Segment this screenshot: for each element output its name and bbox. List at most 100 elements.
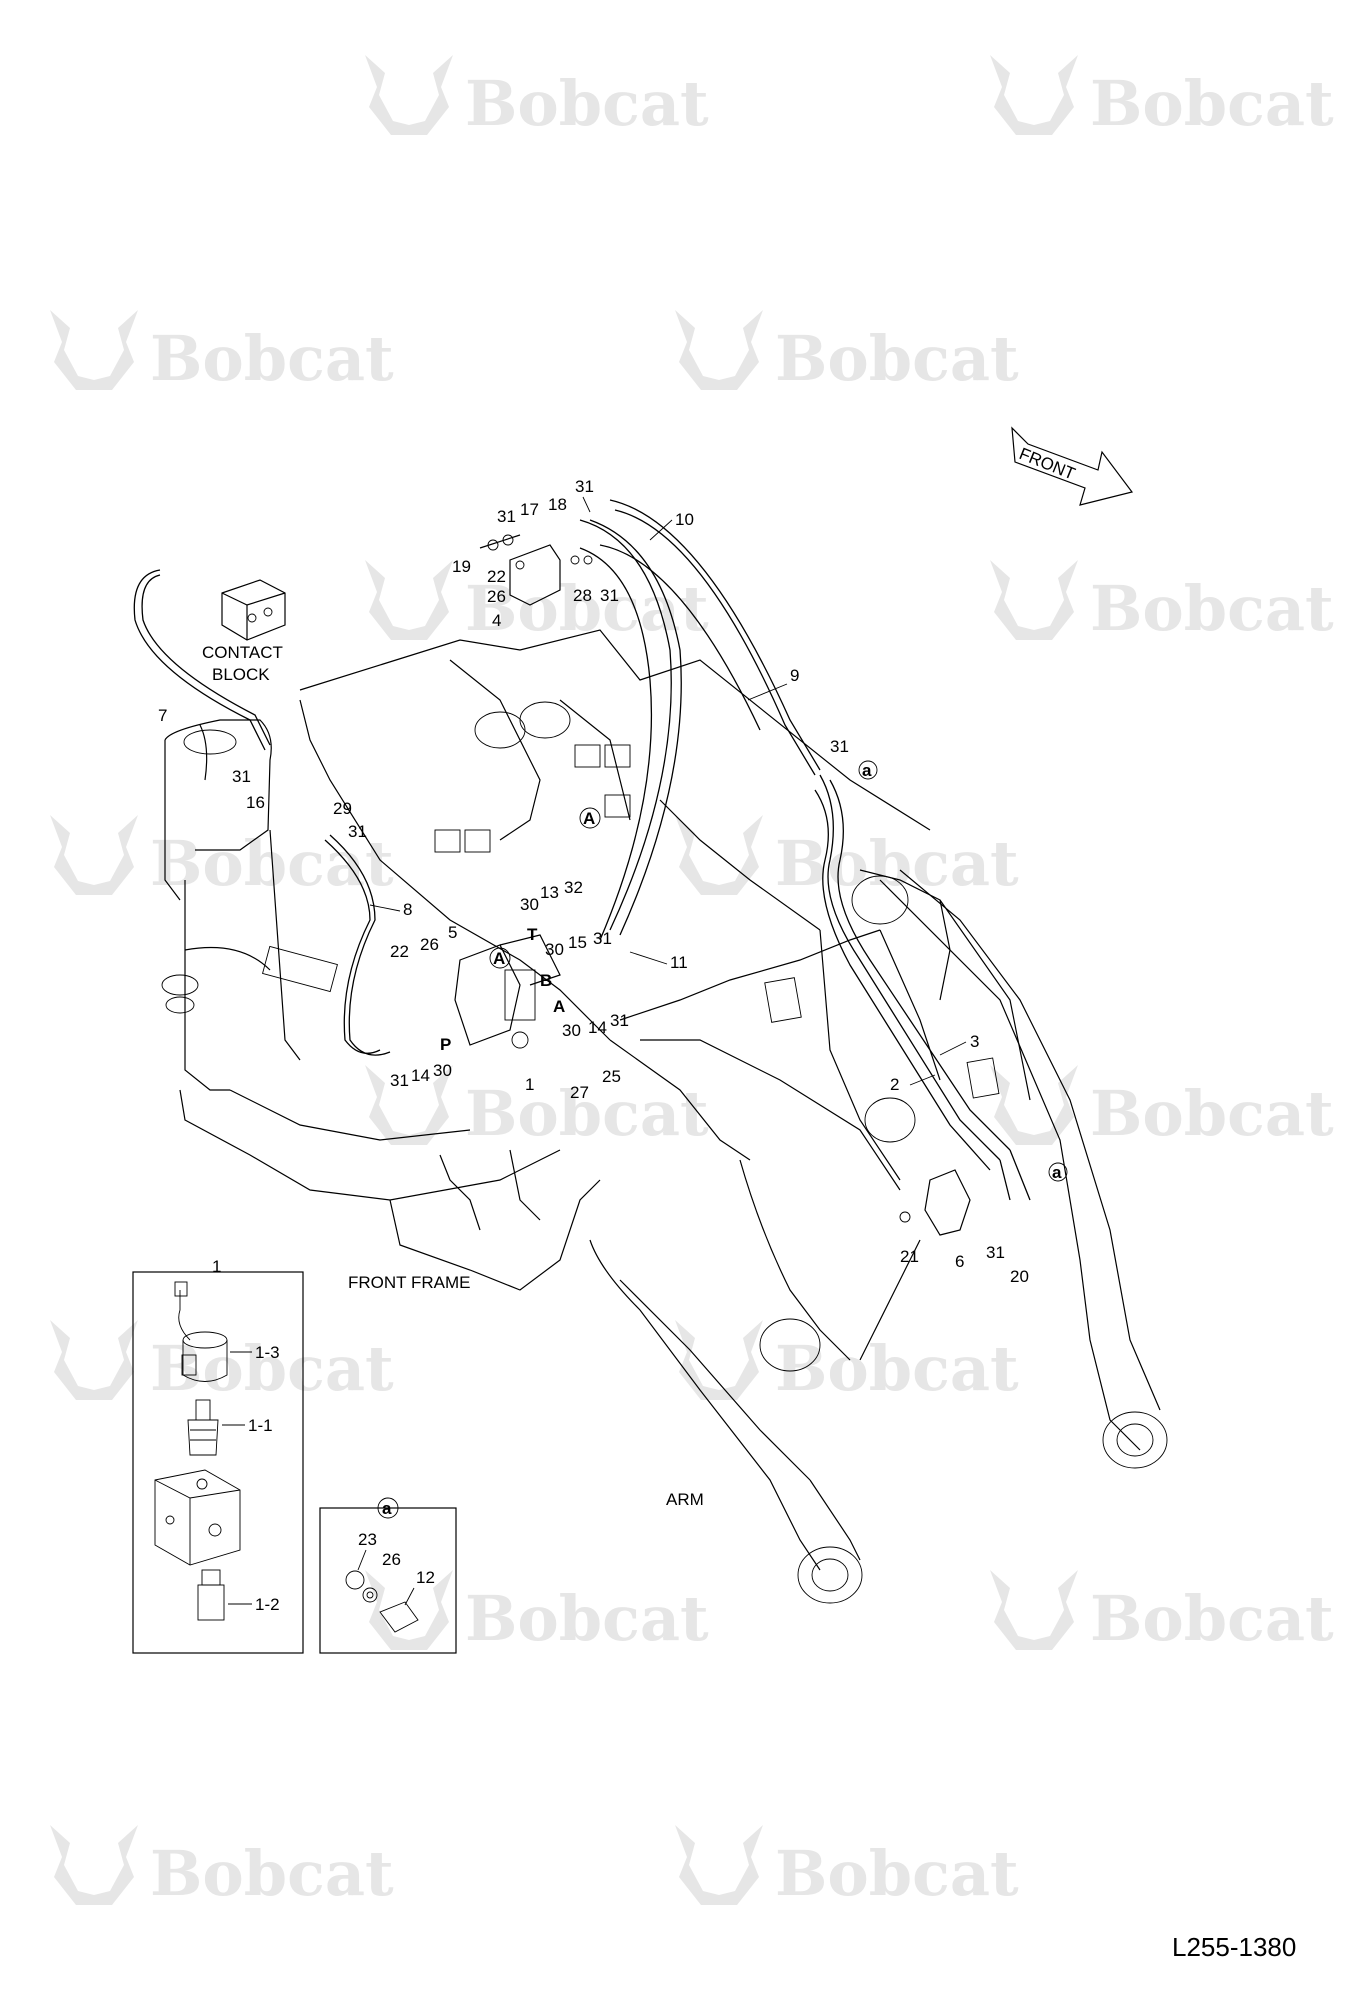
port-labels: T B A P <box>440 925 565 1054</box>
callout-label: 30 <box>545 940 564 959</box>
front-frame-label: FRONT FRAME <box>348 1273 470 1292</box>
callout-label: 27 <box>570 1083 589 1102</box>
callout-label: 7 <box>158 706 167 725</box>
callout-label: 31 <box>610 1011 629 1030</box>
callout-label: 5 <box>448 923 457 942</box>
detail-ref-label: A <box>583 809 595 828</box>
callout-label: 16 <box>246 793 265 812</box>
callout-label: 14 <box>411 1066 430 1085</box>
callout-label: 9 <box>790 666 799 685</box>
watermark-text: Bobcat <box>1090 67 1334 140</box>
callout-label: 8 <box>403 900 412 919</box>
watermark-reg: ® <box>662 1122 673 1138</box>
callout-label: 31 <box>593 929 612 948</box>
watermark-text: Bobcat <box>1090 572 1334 645</box>
callout-label: 31 <box>600 586 619 605</box>
callout-label: 21 <box>900 1247 919 1266</box>
watermark-reg: ® <box>662 112 673 128</box>
watermark-reg: ® <box>972 367 983 383</box>
port-p-label: P <box>440 1035 451 1054</box>
watermark-text: Bobcat <box>1090 1077 1334 1150</box>
callout-label: 19 <box>452 557 471 576</box>
watermark-reg: ® <box>347 367 358 383</box>
top-bracket-manifold <box>479 534 593 606</box>
port-t-label: T <box>527 925 538 944</box>
watermark-reg: ® <box>347 1377 358 1393</box>
main-callouts: 31 31 17 18 10 19 22 26 28 31 4 7 31 16 … <box>158 477 1029 1286</box>
watermark-text: Bobcat <box>465 1077 709 1150</box>
watermark-text: Bobcat <box>150 322 394 395</box>
callout-label: 30 <box>562 1021 581 1040</box>
detail-ref-label: a <box>862 761 872 780</box>
front-direction-arrow: FRONT <box>1011 426 1134 506</box>
callout-label: 4 <box>492 611 501 630</box>
watermark-layer: Bobcat ® Bobcat ® Bobcat ® Bobcat ® Bobc… <box>50 55 1334 1910</box>
callout-label: 31 <box>986 1243 1005 1262</box>
callout-label: 15 <box>568 933 587 952</box>
watermark-text: Bobcat <box>1090 1582 1334 1655</box>
callout-label: 31 <box>232 767 251 786</box>
watermark-reg: ® <box>1287 1627 1298 1643</box>
callout-label: 30 <box>520 895 539 914</box>
assembly-labels: CONTACT BLOCK FRONT FRAME ARM <box>202 643 704 1509</box>
watermark-reg: ® <box>662 617 673 633</box>
detail-ref-label: a <box>1052 1163 1062 1182</box>
watermark-text: Bobcat <box>775 1837 1019 1910</box>
inset-1-title: 1 <box>212 1257 221 1276</box>
contact-block-label: BLOCK <box>212 665 270 684</box>
callout-label: 3 <box>970 1032 979 1051</box>
callout-label: 22 <box>390 942 409 961</box>
arm-label: ARM <box>666 1490 704 1509</box>
watermark-reg: ® <box>1287 1122 1298 1138</box>
inset-1-part: 1-1 <box>248 1416 273 1435</box>
callout-label: 30 <box>433 1061 452 1080</box>
port-b-label: B <box>540 971 552 990</box>
callout-label: 26 <box>487 587 506 606</box>
watermark-reg: ® <box>972 872 983 888</box>
callout-label: 2 <box>890 1075 899 1094</box>
inset-detail-a: a 23 26 12 <box>319 1497 457 1654</box>
contact-block-label: CONTACT <box>202 643 283 662</box>
watermark-reg: ® <box>1287 112 1298 128</box>
detail-references: A A a a <box>489 760 1068 1182</box>
watermark-text: Bobcat <box>775 322 1019 395</box>
watermark-reg: ® <box>347 872 358 888</box>
watermark-reg: ® <box>1287 617 1298 633</box>
watermark-text: Bobcat <box>150 1837 394 1910</box>
inset-1-part: 1-2 <box>255 1595 280 1614</box>
callout-label: 11 <box>670 953 688 972</box>
watermark-text: Bobcat <box>775 827 1019 900</box>
arm-drawing <box>589 869 1168 1604</box>
callout-label: 25 <box>602 1067 621 1086</box>
callout-label: 28 <box>573 586 592 605</box>
inset-1-part: 1-3 <box>255 1343 280 1362</box>
watermark-reg: ® <box>347 1882 358 1898</box>
callout-label: 31 <box>390 1071 409 1090</box>
callout-label: 14 <box>588 1018 607 1037</box>
callout-label: 29 <box>333 799 352 818</box>
valve-block-5 <box>454 934 561 1049</box>
callout-label: 10 <box>675 510 694 529</box>
port-a-label: A <box>553 997 565 1016</box>
inset-a-title: a <box>382 1499 392 1518</box>
callout-label: 20 <box>1010 1267 1029 1286</box>
front-label: FRONT <box>1017 444 1078 484</box>
callout-label: 31 <box>348 822 367 841</box>
callout-label: 26 <box>420 935 439 954</box>
detail-ref-label: A <box>493 949 505 968</box>
inset-detail-1: 1 1-3 1-1 1-2 <box>132 1257 304 1654</box>
callout-label: 32 <box>564 878 583 897</box>
bracket-6 <box>899 1169 971 1236</box>
watermark-text: Bobcat <box>775 1332 1019 1405</box>
inset-a-part: 26 <box>382 1550 401 1569</box>
hose-lines <box>133 499 1031 1201</box>
inset-a-part: 12 <box>416 1568 435 1587</box>
watermark-reg: ® <box>972 1882 983 1898</box>
callout-label: 1 <box>525 1075 534 1094</box>
callout-label: 22 <box>487 567 506 586</box>
callout-label: 31 <box>830 737 849 756</box>
callout-label: 31 <box>575 477 594 496</box>
contact-block <box>221 579 286 641</box>
watermark-reg: ® <box>662 1627 673 1643</box>
